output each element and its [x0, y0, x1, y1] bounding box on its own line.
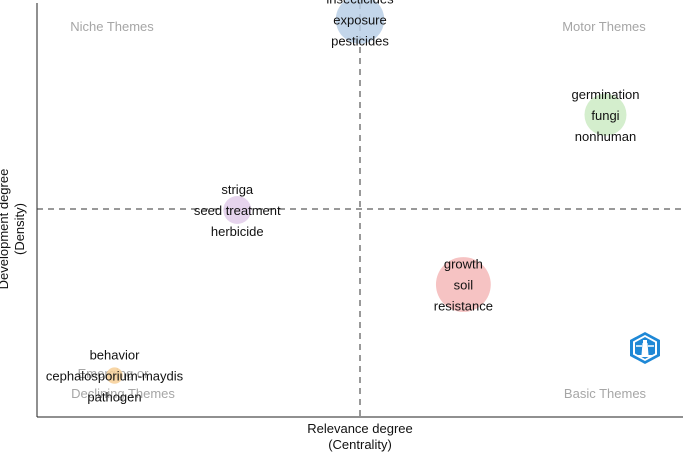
quadrant-labels: Niche Themes Motor Themes Basic Themes E… [70, 19, 646, 401]
quadrant-label-basic: Basic Themes [564, 386, 647, 401]
cluster-1-label-2: exposure [333, 13, 386, 28]
cluster-bubble-5 [106, 367, 123, 384]
x-axis-title-line-2: (Centrality) [328, 437, 392, 452]
x-axis-title-line-1: Relevance degree [307, 421, 413, 436]
x-axis-title: Relevance degree (Centrality) [260, 421, 460, 453]
cluster-5-label-2: cephalosporium-maydis [46, 369, 184, 384]
axes [36, 3, 683, 418]
cluster-2-label-1: germination [572, 87, 640, 102]
cluster-1-label-1: insecticides [326, 0, 394, 7]
cluster-bubble-2 [584, 93, 627, 136]
cluster-4-label-2: soil [454, 278, 474, 293]
cluster-4-label-1: growth [444, 257, 483, 272]
cluster-3-label-3: herbicide [211, 224, 264, 239]
cluster-5-label-3: pathogen [87, 390, 141, 405]
quadrant-label-motor: Motor Themes [562, 19, 646, 34]
y-axis-title-line-1: Development degree [0, 168, 11, 290]
cluster-bubble-4 [435, 257, 491, 312]
lighthouse-logo-icon [629, 331, 661, 365]
cluster-2-label-2: fungi [591, 108, 619, 123]
quadrant-label-niche: Niche Themes [70, 19, 154, 34]
bubble-labels-layer: insecticides exposure pesticides germinatio… [46, 0, 640, 405]
cluster-bubble-3 [223, 196, 252, 224]
cluster-5-label-1: behavior [90, 348, 141, 363]
cluster-1-label-3: pesticides [331, 34, 389, 49]
cluster-3-label-1: striga [221, 182, 254, 197]
cluster-bubble-1 [335, 0, 385, 44]
y-axis-title: Development degree (Density) [0, 159, 28, 299]
quadrant-label-emerging-2: Declining Themes [71, 386, 175, 401]
y-axis-title-line-2: (Density) [12, 203, 27, 256]
cluster-4-label-3: resistance [434, 299, 493, 314]
bubbles-layer [106, 0, 627, 384]
cluster-2-label-3: nonhuman [575, 129, 636, 144]
cluster-3-label-2: seed treatment [194, 203, 281, 218]
